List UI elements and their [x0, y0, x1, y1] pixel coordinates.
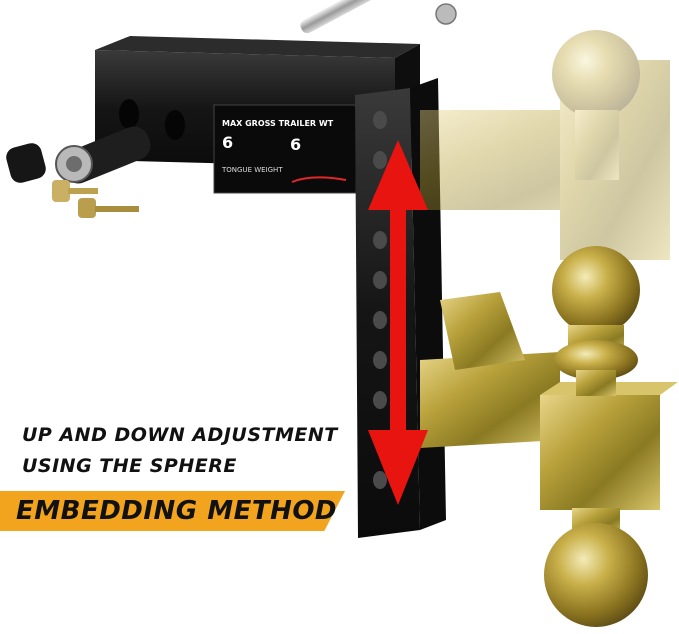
drop-shank-hole	[373, 231, 387, 249]
drop-shank-hole	[373, 151, 387, 169]
drop-shank-hole	[373, 271, 387, 289]
padlock-icon	[6, 126, 151, 184]
key-icon	[52, 180, 139, 218]
drop-shank-hole	[373, 471, 387, 489]
label-value-right: 6	[290, 135, 301, 154]
caption-banner	[0, 491, 345, 531]
label-sub-line: TONGUE WEIGHT	[221, 166, 283, 174]
drop-shank-hole	[373, 351, 387, 369]
drop-shank-hole	[373, 391, 387, 409]
drop-shank-hole	[373, 311, 387, 329]
drop-shank-hole	[373, 111, 387, 129]
hitch-pin	[300, 0, 457, 34]
label-heading: MAX GROSS TRAILER WT	[222, 119, 334, 128]
caption-line-2: USING THE SPHERE	[22, 455, 237, 477]
caption-line-1: UP AND DOWN ADJUSTMENT	[22, 424, 338, 446]
ball-mount-lower	[420, 246, 678, 627]
caption-banner-text: EMBEDDING METHOD	[16, 496, 338, 526]
label-value-left: 6	[222, 133, 233, 152]
product-label: MAX GROSS TRAILER WT 6 6 TONGUE WEIGHT	[213, 104, 357, 194]
ball-mount-upper-ghost	[420, 30, 670, 260]
double-headed-arrow-icon	[368, 140, 428, 505]
